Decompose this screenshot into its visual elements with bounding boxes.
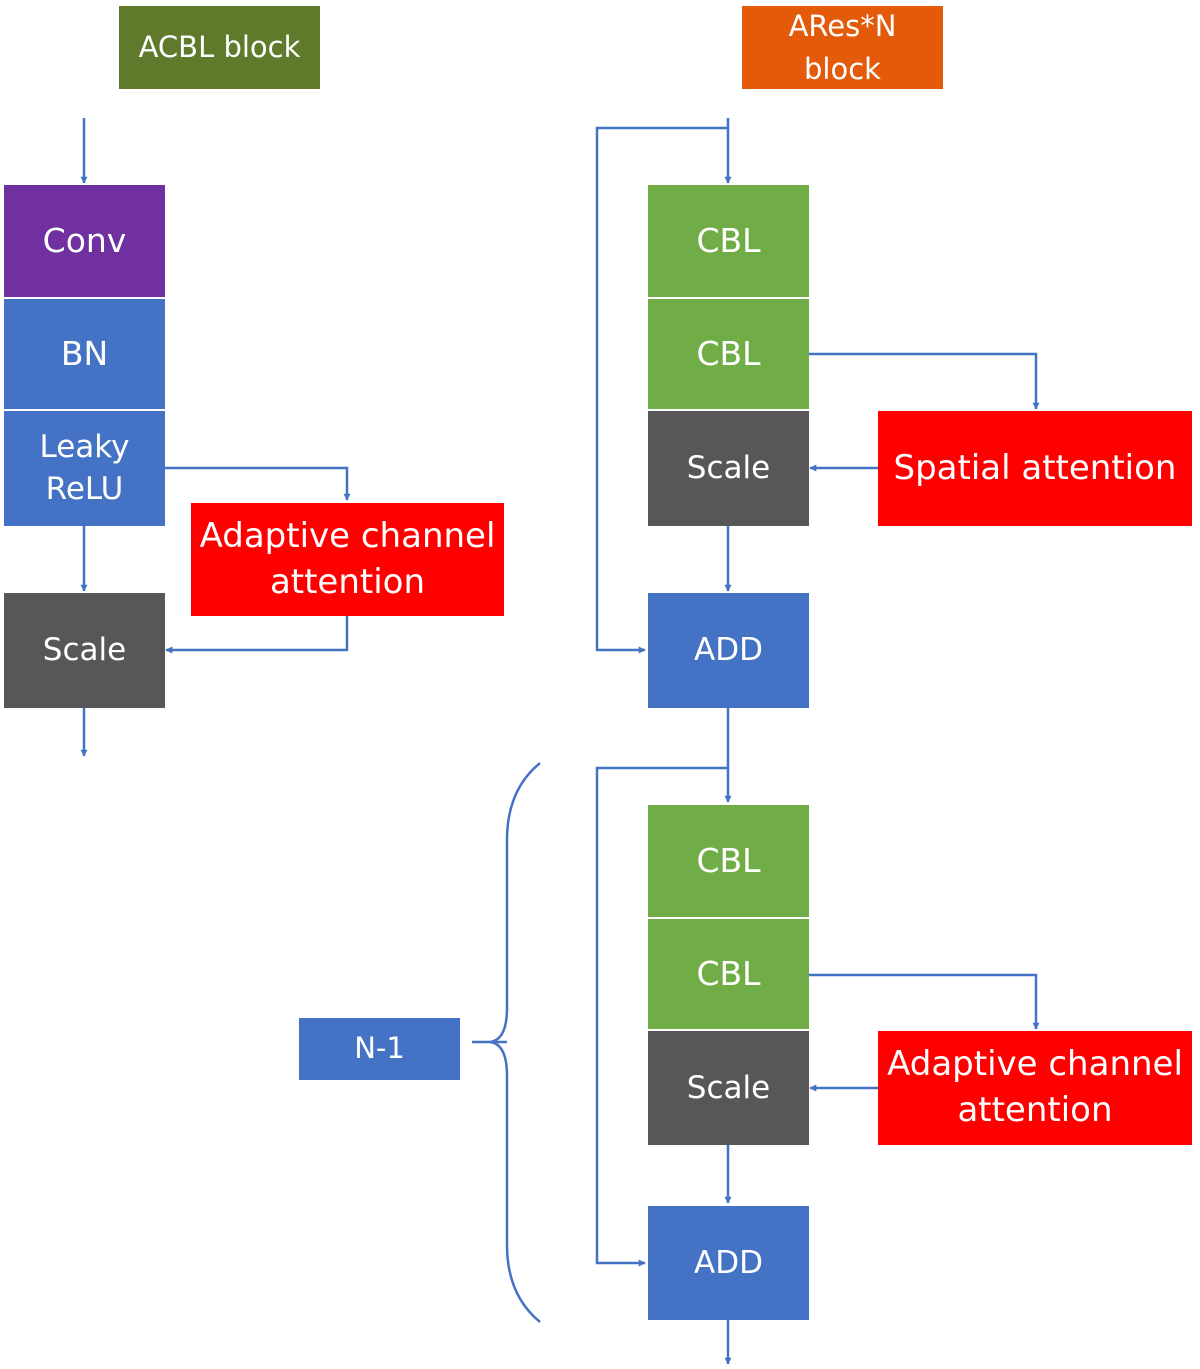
skip-connection-upper xyxy=(595,126,728,654)
conv-block: Conv xyxy=(4,185,165,297)
acbl-block-title: ACBL block xyxy=(119,6,320,89)
cbl-label: CBL xyxy=(696,220,761,260)
scale-label: Scale xyxy=(686,450,771,487)
arrow-cbl-to-channel-attention xyxy=(808,973,1040,1030)
cbl-label: CBL xyxy=(696,953,761,993)
adaptive-channel-attention-left-label: Adaptive channel attention xyxy=(199,515,496,602)
scale-block-lower: Scale xyxy=(648,1031,809,1145)
add-label: ADD xyxy=(694,1244,763,1281)
scale-label: Scale xyxy=(686,1069,771,1106)
adaptive-channel-attention-right: Adaptive channel attention xyxy=(878,1031,1192,1145)
spatial-attention-block: Spatial attention xyxy=(878,411,1192,526)
arrow-relu-to-attention xyxy=(164,466,351,501)
bn-block: BN xyxy=(4,299,165,409)
cbl-block-lower-2: CBL xyxy=(648,919,809,1029)
repeat-count-label: N-1 xyxy=(299,1018,460,1080)
acbl-block-title-text: ACBL block xyxy=(138,29,301,64)
add-label: ADD xyxy=(694,632,763,669)
scale-block-upper: Scale xyxy=(648,411,809,526)
add-block-lower: ADD xyxy=(648,1206,809,1320)
leaky-relu-label: Leaky ReLU xyxy=(39,428,130,507)
cbl-block-upper-1: CBL xyxy=(648,185,809,297)
adaptive-channel-attention-left: Adaptive channel attention xyxy=(191,503,504,616)
ares-block-title: ARes*N block xyxy=(742,6,943,89)
adaptive-channel-attention-right-label: Adaptive channel attention xyxy=(887,1044,1183,1130)
cbl-label: CBL xyxy=(696,840,761,880)
spatial-attention-label: Spatial attention xyxy=(893,448,1177,489)
leaky-relu-block: Leaky ReLU xyxy=(4,411,165,526)
scale-block-left: Scale xyxy=(4,593,165,708)
repeat-count-text: N-1 xyxy=(354,1031,405,1066)
ares-block-title-text: ARes*N block xyxy=(788,9,897,86)
scale-label-left: Scale xyxy=(42,632,127,669)
skip-connection-lower xyxy=(595,766,728,1267)
bn-label: BN xyxy=(60,333,109,373)
cbl-block-upper-2: CBL xyxy=(648,299,809,409)
cbl-label: CBL xyxy=(696,333,761,373)
conv-label: Conv xyxy=(42,220,127,260)
arrow-cbl-to-spatial xyxy=(808,352,1040,410)
add-block-upper: ADD xyxy=(648,593,809,708)
cbl-block-lower-1: CBL xyxy=(648,805,809,917)
arrow-attention-to-scale xyxy=(165,616,349,654)
